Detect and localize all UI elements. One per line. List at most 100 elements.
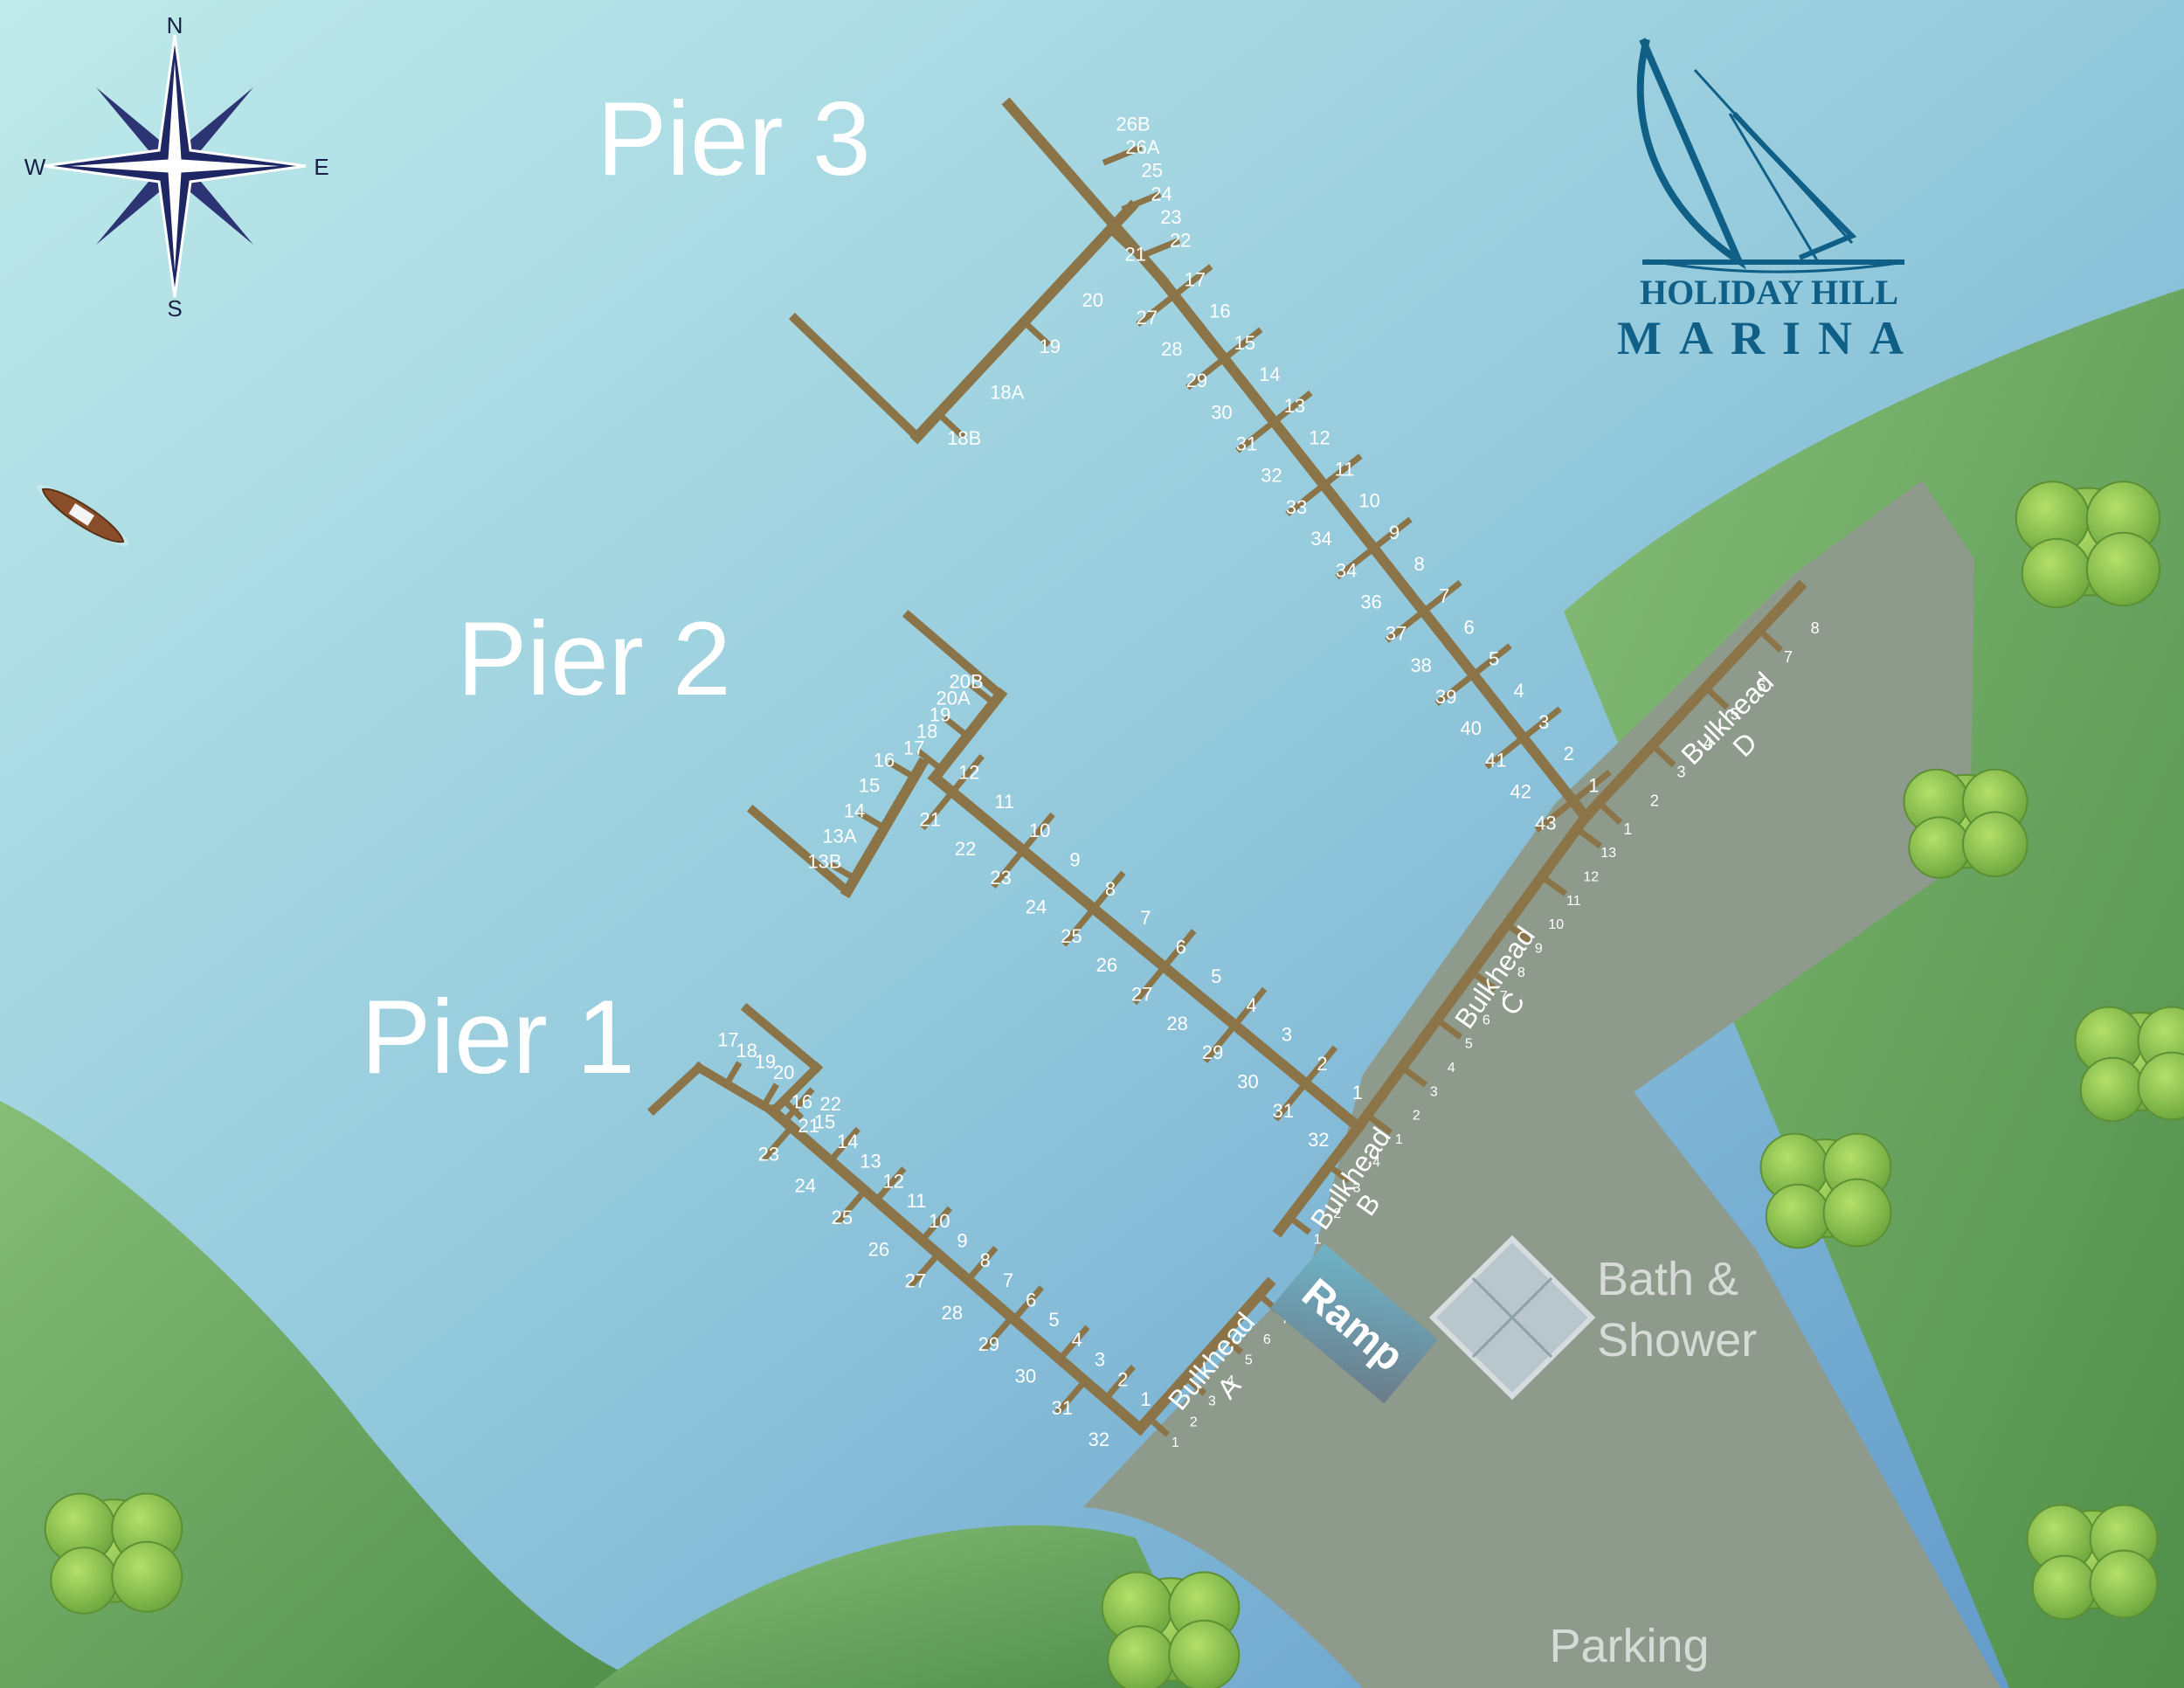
pier-3-right-finger — [1484, 733, 1528, 770]
pier-3-leftarm-slip-label: 18A — [990, 381, 1024, 403]
pier-3-leftarm-slip-label: 19 — [1040, 336, 1061, 357]
pier-1-left-finger — [964, 1245, 999, 1284]
bulkhead-a — [1132, 1276, 1276, 1436]
bulkhead-d-finger — [1648, 740, 1676, 768]
pier-1-leftarm-finger — [759, 1083, 779, 1110]
pier-3-right-slip-label: 42 — [1510, 781, 1531, 803]
pier-1-right-finger — [761, 1123, 796, 1162]
bulkhead-b-finger — [1324, 1161, 1351, 1184]
compass-north: N — [167, 12, 183, 38]
pier-2-leftarm-slip-label: 16 — [874, 749, 895, 771]
bulkhead-d-slip-label: 6 — [1757, 677, 1766, 695]
pier-2-right-slip-label: 22 — [955, 838, 976, 860]
tree-icon — [44, 1492, 183, 1615]
tree-icon — [2074, 1006, 2184, 1123]
bulkhead-d-slip-label: 2 — [1650, 792, 1659, 809]
pier-2-right-slip-label: 30 — [1237, 1071, 1258, 1093]
pier-1-right-slip-label: 29 — [978, 1333, 999, 1355]
bulkhead-a-slip-label: 5 — [1245, 1353, 1253, 1368]
compass-east: E — [314, 154, 328, 180]
logo-line2: MARINA — [1617, 312, 1921, 364]
pier-3-leftarm-slip-label: 18B — [947, 427, 981, 449]
pier-3-left-slip-label: 9 — [1389, 522, 1400, 543]
tree-icon — [1759, 1132, 1892, 1249]
pier-1-right-slip-label: 32 — [1089, 1429, 1109, 1450]
pier-3-left-slip-label: 1 — [1588, 774, 1599, 796]
pier-1-right-slip-label: 30 — [1015, 1366, 1036, 1387]
marina-logo: HOLIDAY HILL MARINA — [1617, 38, 1921, 364]
pier-3-right-finger — [1136, 291, 1179, 327]
pier-3-right-slip-label: 41 — [1485, 749, 1506, 771]
parking-label: Parking — [1549, 1620, 1709, 1672]
pier-3-left-finger — [1568, 770, 1612, 806]
compass-inner-rays-h — [70, 159, 280, 173]
pier-3-left-slip-label: 7 — [1439, 585, 1449, 606]
pier-3-leftarm-slip-label: 21 — [1125, 244, 1146, 266]
pier-2-walkway — [927, 770, 1366, 1135]
pier-2-right-finger — [1273, 1079, 1310, 1122]
pier-2-title: Pier 2 — [457, 600, 730, 717]
pier-2-left-slip-label: 9 — [1069, 849, 1080, 871]
bulkhead-d-slip-label: 3 — [1676, 763, 1685, 780]
pier-1-right-slip-label: 23 — [758, 1143, 779, 1165]
bulkhead-a-finger — [1218, 1331, 1244, 1355]
bulkhead-d-slip-label: 4 — [1704, 735, 1712, 752]
pier-2-right-slip-label: 32 — [1308, 1129, 1329, 1151]
pier-2-leftarm-finger — [857, 810, 889, 833]
pier-2-leftarm-slip-label: 13B — [807, 850, 841, 872]
pier-1-leftarm-slip-label: 18 — [736, 1040, 757, 1062]
pier-1-title: Pier 1 — [361, 979, 634, 1096]
pier-2-upper-finger — [943, 715, 972, 741]
pier-3-left-slip-label: 14 — [1259, 363, 1280, 385]
pier-1-right-slip-label: 28 — [942, 1302, 963, 1324]
pier-3-upper-slip-label: 25 — [1142, 160, 1163, 182]
pier-3-right-finger — [1434, 670, 1478, 707]
bulkhead-a-finger — [1181, 1373, 1207, 1396]
pier-2-left-slip-label: 4 — [1247, 994, 1257, 1016]
pier-3-left-finger — [1269, 390, 1313, 426]
tree-icon — [2026, 1504, 2159, 1621]
pier-2-right-slip-label: 21 — [920, 809, 941, 831]
pier-3-left-slip-label: 8 — [1413, 553, 1424, 575]
compass-south: S — [167, 295, 182, 322]
pier-3-right-slip-label: 33 — [1286, 496, 1307, 518]
pier-2-right-slip-label: 24 — [1026, 896, 1047, 918]
pier-2-left-finger — [1230, 986, 1268, 1030]
pier-3-right-slip-label: 29 — [1186, 370, 1207, 391]
pier-3-right-slip-label: 34 — [1310, 528, 1331, 550]
bulkhead-c-finger — [1572, 824, 1603, 849]
pier-1-right-finger — [981, 1313, 1016, 1352]
bulkhead-c-slip-label: 6 — [1482, 1013, 1490, 1027]
pier-2-upper-slip-label: 18 — [916, 721, 937, 743]
bath-label-line1: Bath & — [1597, 1253, 1738, 1305]
bath-label-line2: Shower — [1597, 1314, 1757, 1366]
bulkhead-a-slip-label: 2 — [1190, 1415, 1198, 1429]
bulkhead-c-slip-label: 3 — [1430, 1084, 1438, 1099]
bulkhead-a-slip-label: 3 — [1208, 1394, 1216, 1409]
pier-1-right-slip-label: 31 — [1052, 1397, 1073, 1419]
pier-3-right-slip-label: 38 — [1410, 654, 1431, 676]
bath-shower-building[interactable]: Bath & Shower — [1428, 1235, 1757, 1401]
parking-lot — [1083, 481, 2001, 1688]
pier-2-upper-finger — [916, 748, 946, 774]
pier-1-left-finger — [917, 1206, 952, 1245]
tree-icon — [1101, 1571, 1241, 1688]
pier-1-left-finger — [1101, 1364, 1136, 1403]
pier-3-upper-slip-label: 23 — [1160, 206, 1181, 228]
pier-3-upper-walkway — [1001, 97, 1170, 287]
pier-1-left-slip-label: 12 — [882, 1170, 903, 1192]
pier-1-left-end — [646, 1061, 706, 1117]
pier-3-leftarm-finger — [1019, 317, 1052, 348]
pier-2-upper-slip-label: 19 — [930, 704, 950, 726]
bulkhead-d-finger — [1594, 798, 1623, 825]
pier-2-left-finger — [1089, 870, 1126, 913]
pier-3-right-finger — [1185, 354, 1229, 391]
bulkhead-a-slip-label: 6 — [1263, 1332, 1271, 1347]
pier-3-left-finger — [1170, 264, 1213, 301]
land-east — [1564, 288, 2184, 1688]
pier-3-right-slip-label: 37 — [1386, 623, 1406, 645]
pier-2-right-slip-label: 29 — [1202, 1041, 1223, 1063]
bulkhead-d-slip-label: 8 — [1811, 619, 1820, 637]
pier-3-left-finger — [1220, 327, 1263, 363]
bulkhead-b-finger — [1285, 1213, 1312, 1235]
